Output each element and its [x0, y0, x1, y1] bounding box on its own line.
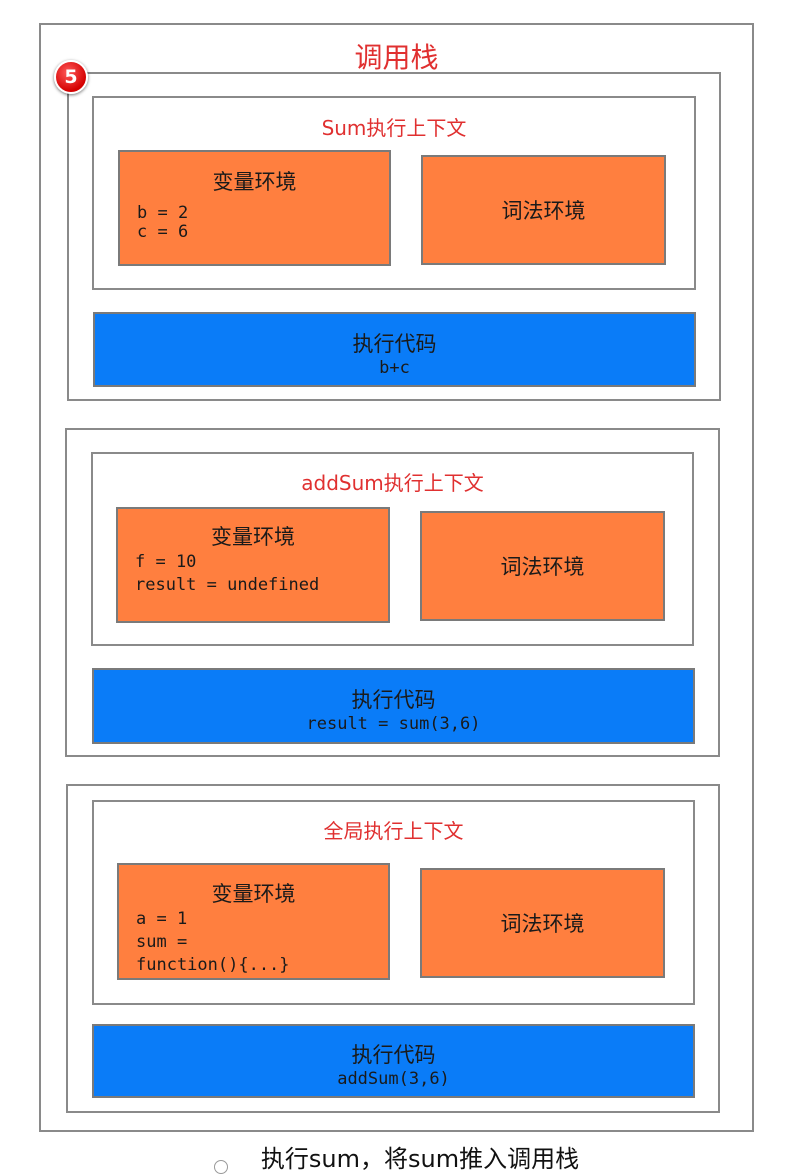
variable-line: a = 1 [136, 909, 188, 929]
context-title-sum: Sum执行上下文 [321, 116, 467, 140]
variable-environment-global: 变量环境 a = 1 sum = function(){...} [117, 863, 390, 980]
lexical-environment-addsum: 词法环境 [420, 511, 665, 621]
variable-environment-title: 变量环境 [211, 525, 295, 549]
exec-code-text: result = sum(3,6) [306, 714, 481, 734]
context-title-addsum: addSum执行上下文 [301, 471, 484, 495]
exec-code-sum: 执行代码 b+c [93, 312, 696, 387]
exec-code-title: 执行代码 [352, 332, 437, 356]
variable-line: sum = [136, 932, 188, 952]
variable-environment-sum: 变量环境 b = 2 c = 6 [118, 150, 391, 266]
lexical-environment-title: 词法环境 [501, 199, 586, 223]
step-number-badge: 5 [54, 60, 88, 94]
variable-environment-addsum: 变量环境 f = 10 result = undefined [116, 507, 390, 623]
variable-line: b = 2 [137, 203, 189, 223]
variable-line: c = 6 [137, 222, 189, 242]
circle-icon [214, 1160, 228, 1174]
exec-code-addsum: 执行代码 result = sum(3,6) [92, 668, 695, 744]
variable-line: function(){...} [136, 955, 290, 975]
lexical-environment-sum: 词法环境 [421, 155, 666, 265]
lexical-environment-title: 词法环境 [500, 555, 585, 579]
variable-line: result = undefined [135, 575, 320, 595]
exec-code-title: 执行代码 [351, 1043, 436, 1067]
call-stack-title: 调用栈 [354, 41, 439, 74]
variable-line: f = 10 [135, 552, 197, 572]
variable-environment-title: 变量环境 [211, 882, 296, 906]
exec-code-text: b+c [379, 358, 410, 378]
step-caption: 执行sum，将sum推入调用栈 [260, 1145, 580, 1173]
lexical-environment-global: 词法环境 [420, 868, 665, 978]
call-stack-container [39, 23, 754, 1132]
exec-code-title: 执行代码 [351, 688, 436, 712]
lexical-environment-title: 词法环境 [500, 912, 585, 936]
exec-code-global: 执行代码 addSum(3,6) [92, 1024, 695, 1098]
context-title-global: 全局执行上下文 [323, 819, 464, 843]
exec-code-text: addSum(3,6) [337, 1069, 450, 1089]
variable-environment-title: 变量环境 [212, 170, 297, 194]
